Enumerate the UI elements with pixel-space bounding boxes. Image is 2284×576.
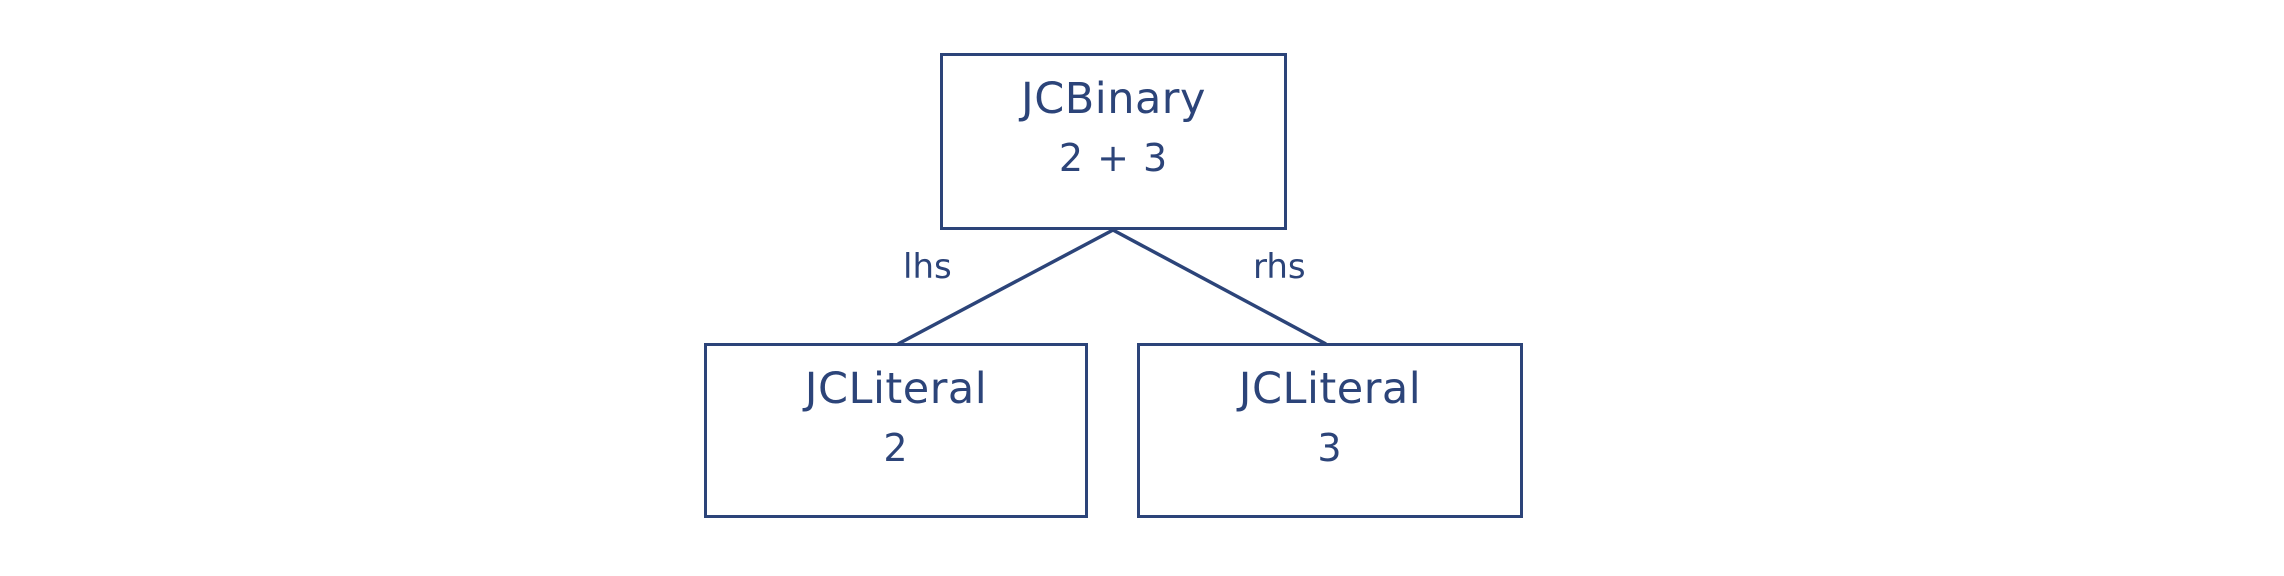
node-subtitle: 3: [1317, 426, 1343, 470]
node-jcbinary[interactable]: JCBinary 2 + 3: [940, 53, 1287, 230]
node-title: JCLiteral: [1238, 364, 1422, 414]
node-jcliteral-rhs[interactable]: JCLiteral 3: [1137, 343, 1523, 518]
node-subtitle: 2: [883, 426, 909, 470]
edge-label-rhs: rhs: [1253, 247, 1306, 287]
node-title: JCBinary: [1021, 74, 1206, 124]
node-subtitle: 2 + 3: [1058, 136, 1169, 180]
node-jcliteral-lhs[interactable]: JCLiteral 2: [704, 343, 1088, 518]
node-title: JCLiteral: [804, 364, 988, 414]
edge-label-lhs: lhs: [903, 247, 952, 287]
